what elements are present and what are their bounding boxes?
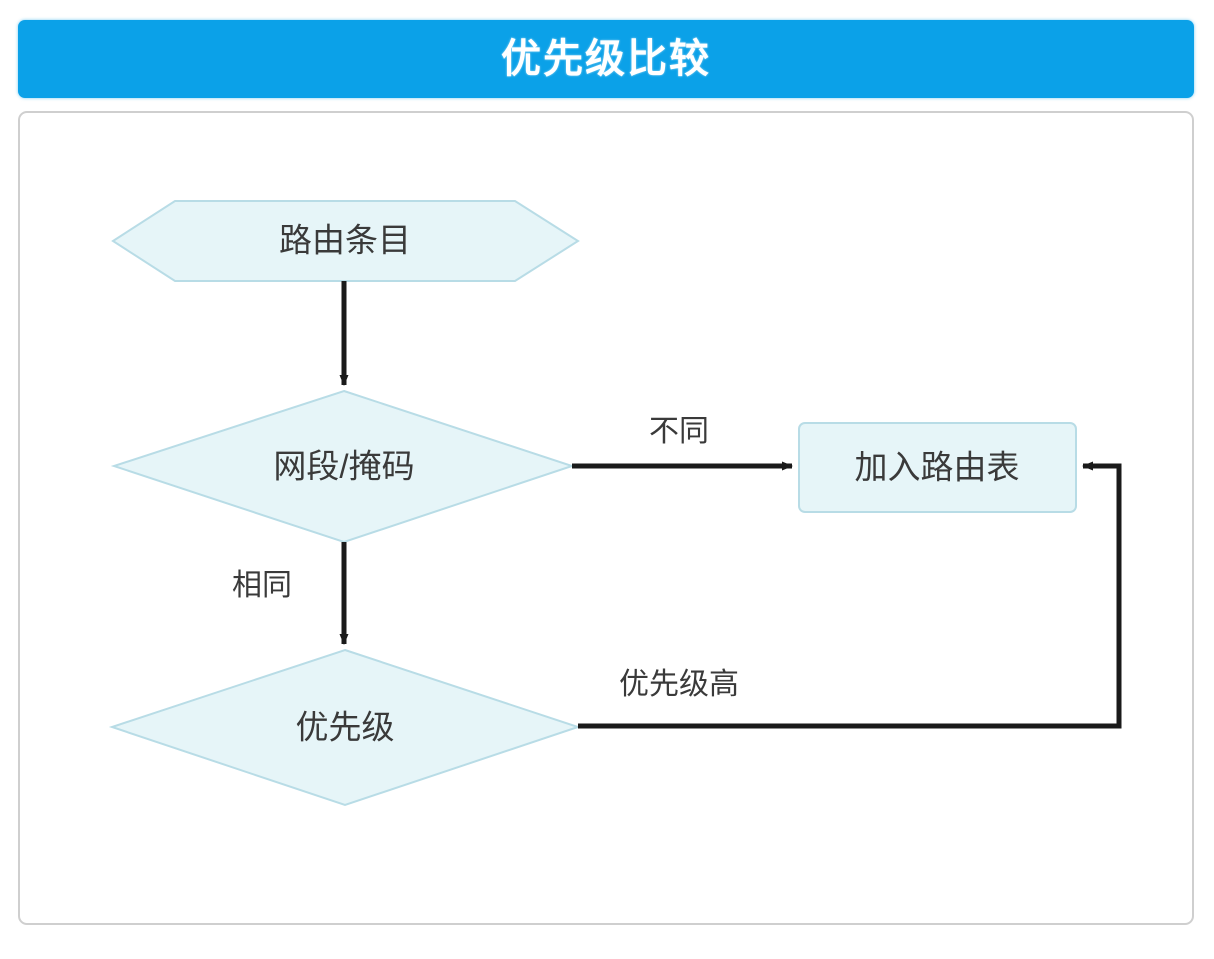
diagram-card (18, 111, 1194, 925)
edge-label-priority-higher: 优先级高 (619, 668, 739, 701)
edge-label-mask-same: 相同 (232, 569, 292, 602)
header-banner: 优先级比较 (18, 20, 1194, 98)
edge-label-mask-different: 不同 (649, 415, 709, 448)
page-title: 优先级比较 (501, 37, 711, 81)
node-network-mask-label: 网段/掩码 (273, 447, 415, 485)
node-add-routing-table-label: 加入路由表 (854, 448, 1020, 486)
node-route-entry-label: 路由条目 (279, 221, 411, 259)
node-priority-label: 优先级 (295, 708, 395, 746)
